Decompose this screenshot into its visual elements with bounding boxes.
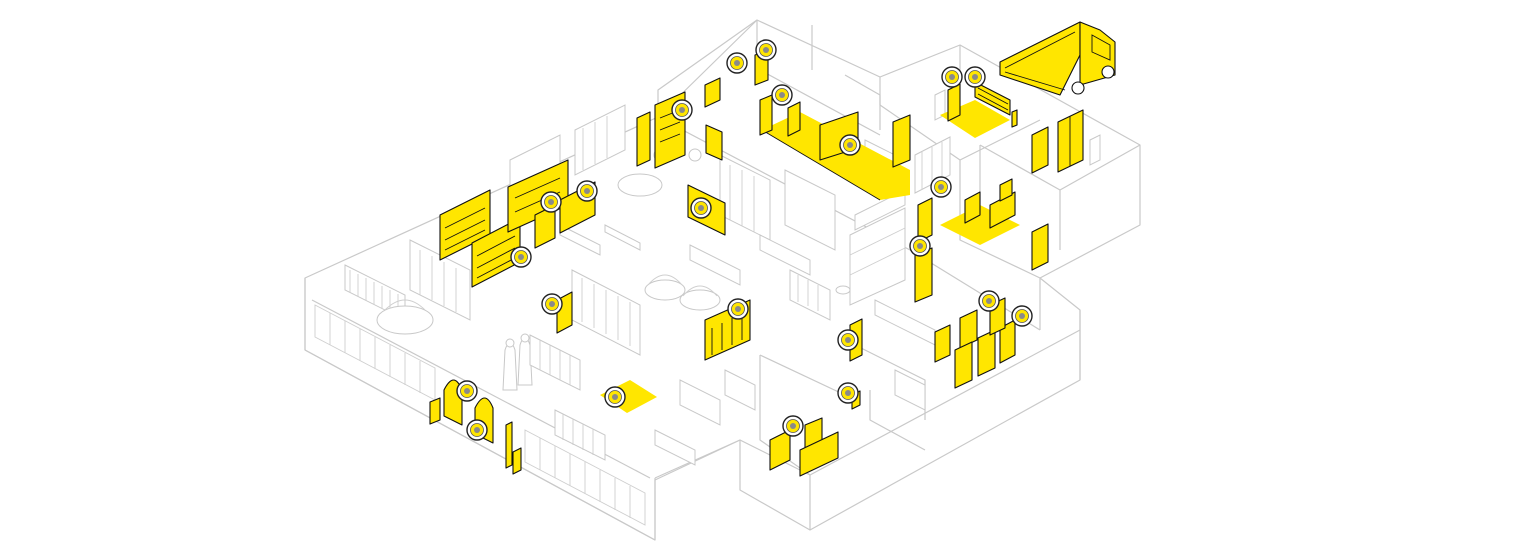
- hotspot-marker-icon[interactable]: [540, 191, 562, 213]
- hotspot-marker-icon[interactable]: [771, 84, 793, 106]
- delivery-truck-icon: [999, 21, 1116, 96]
- building-walls: [304, 19, 1141, 541]
- hotspot-marker-icon[interactable]: [755, 39, 777, 61]
- hotspot-marker-icon[interactable]: [941, 66, 963, 88]
- hotspot-marker-icon[interactable]: [727, 298, 749, 320]
- hotspot-marker-icon[interactable]: [576, 180, 598, 202]
- hotspot-marker-icon[interactable]: [456, 380, 478, 402]
- hotspot-marker-icon[interactable]: [690, 197, 712, 219]
- hotspot-marker-icon[interactable]: [1011, 305, 1033, 327]
- hotspot-marker-icon[interactable]: [837, 382, 859, 404]
- hotspot-marker-icon[interactable]: [930, 176, 952, 198]
- hotspot-marker-icon[interactable]: [541, 293, 563, 315]
- hotspot-marker-icon[interactable]: [510, 246, 532, 268]
- hotspot-marker-icon[interactable]: [671, 99, 693, 121]
- hotspot-marker-icon[interactable]: [909, 235, 931, 257]
- hotspot-marker-icon[interactable]: [466, 419, 488, 441]
- hotspot-marker-icon[interactable]: [964, 66, 986, 88]
- hotspot-marker-icon[interactable]: [839, 134, 861, 156]
- hotspot-marker-icon[interactable]: [726, 52, 748, 74]
- highlighted-elements: [429, 49, 1084, 477]
- hotspot-marker-icon[interactable]: [604, 386, 626, 408]
- hotspot-marker-icon[interactable]: [978, 290, 1000, 312]
- hotspot-marker-icon[interactable]: [837, 329, 859, 351]
- hotspot-markers: [456, 39, 1033, 441]
- hotspot-marker-icon[interactable]: [782, 415, 804, 437]
